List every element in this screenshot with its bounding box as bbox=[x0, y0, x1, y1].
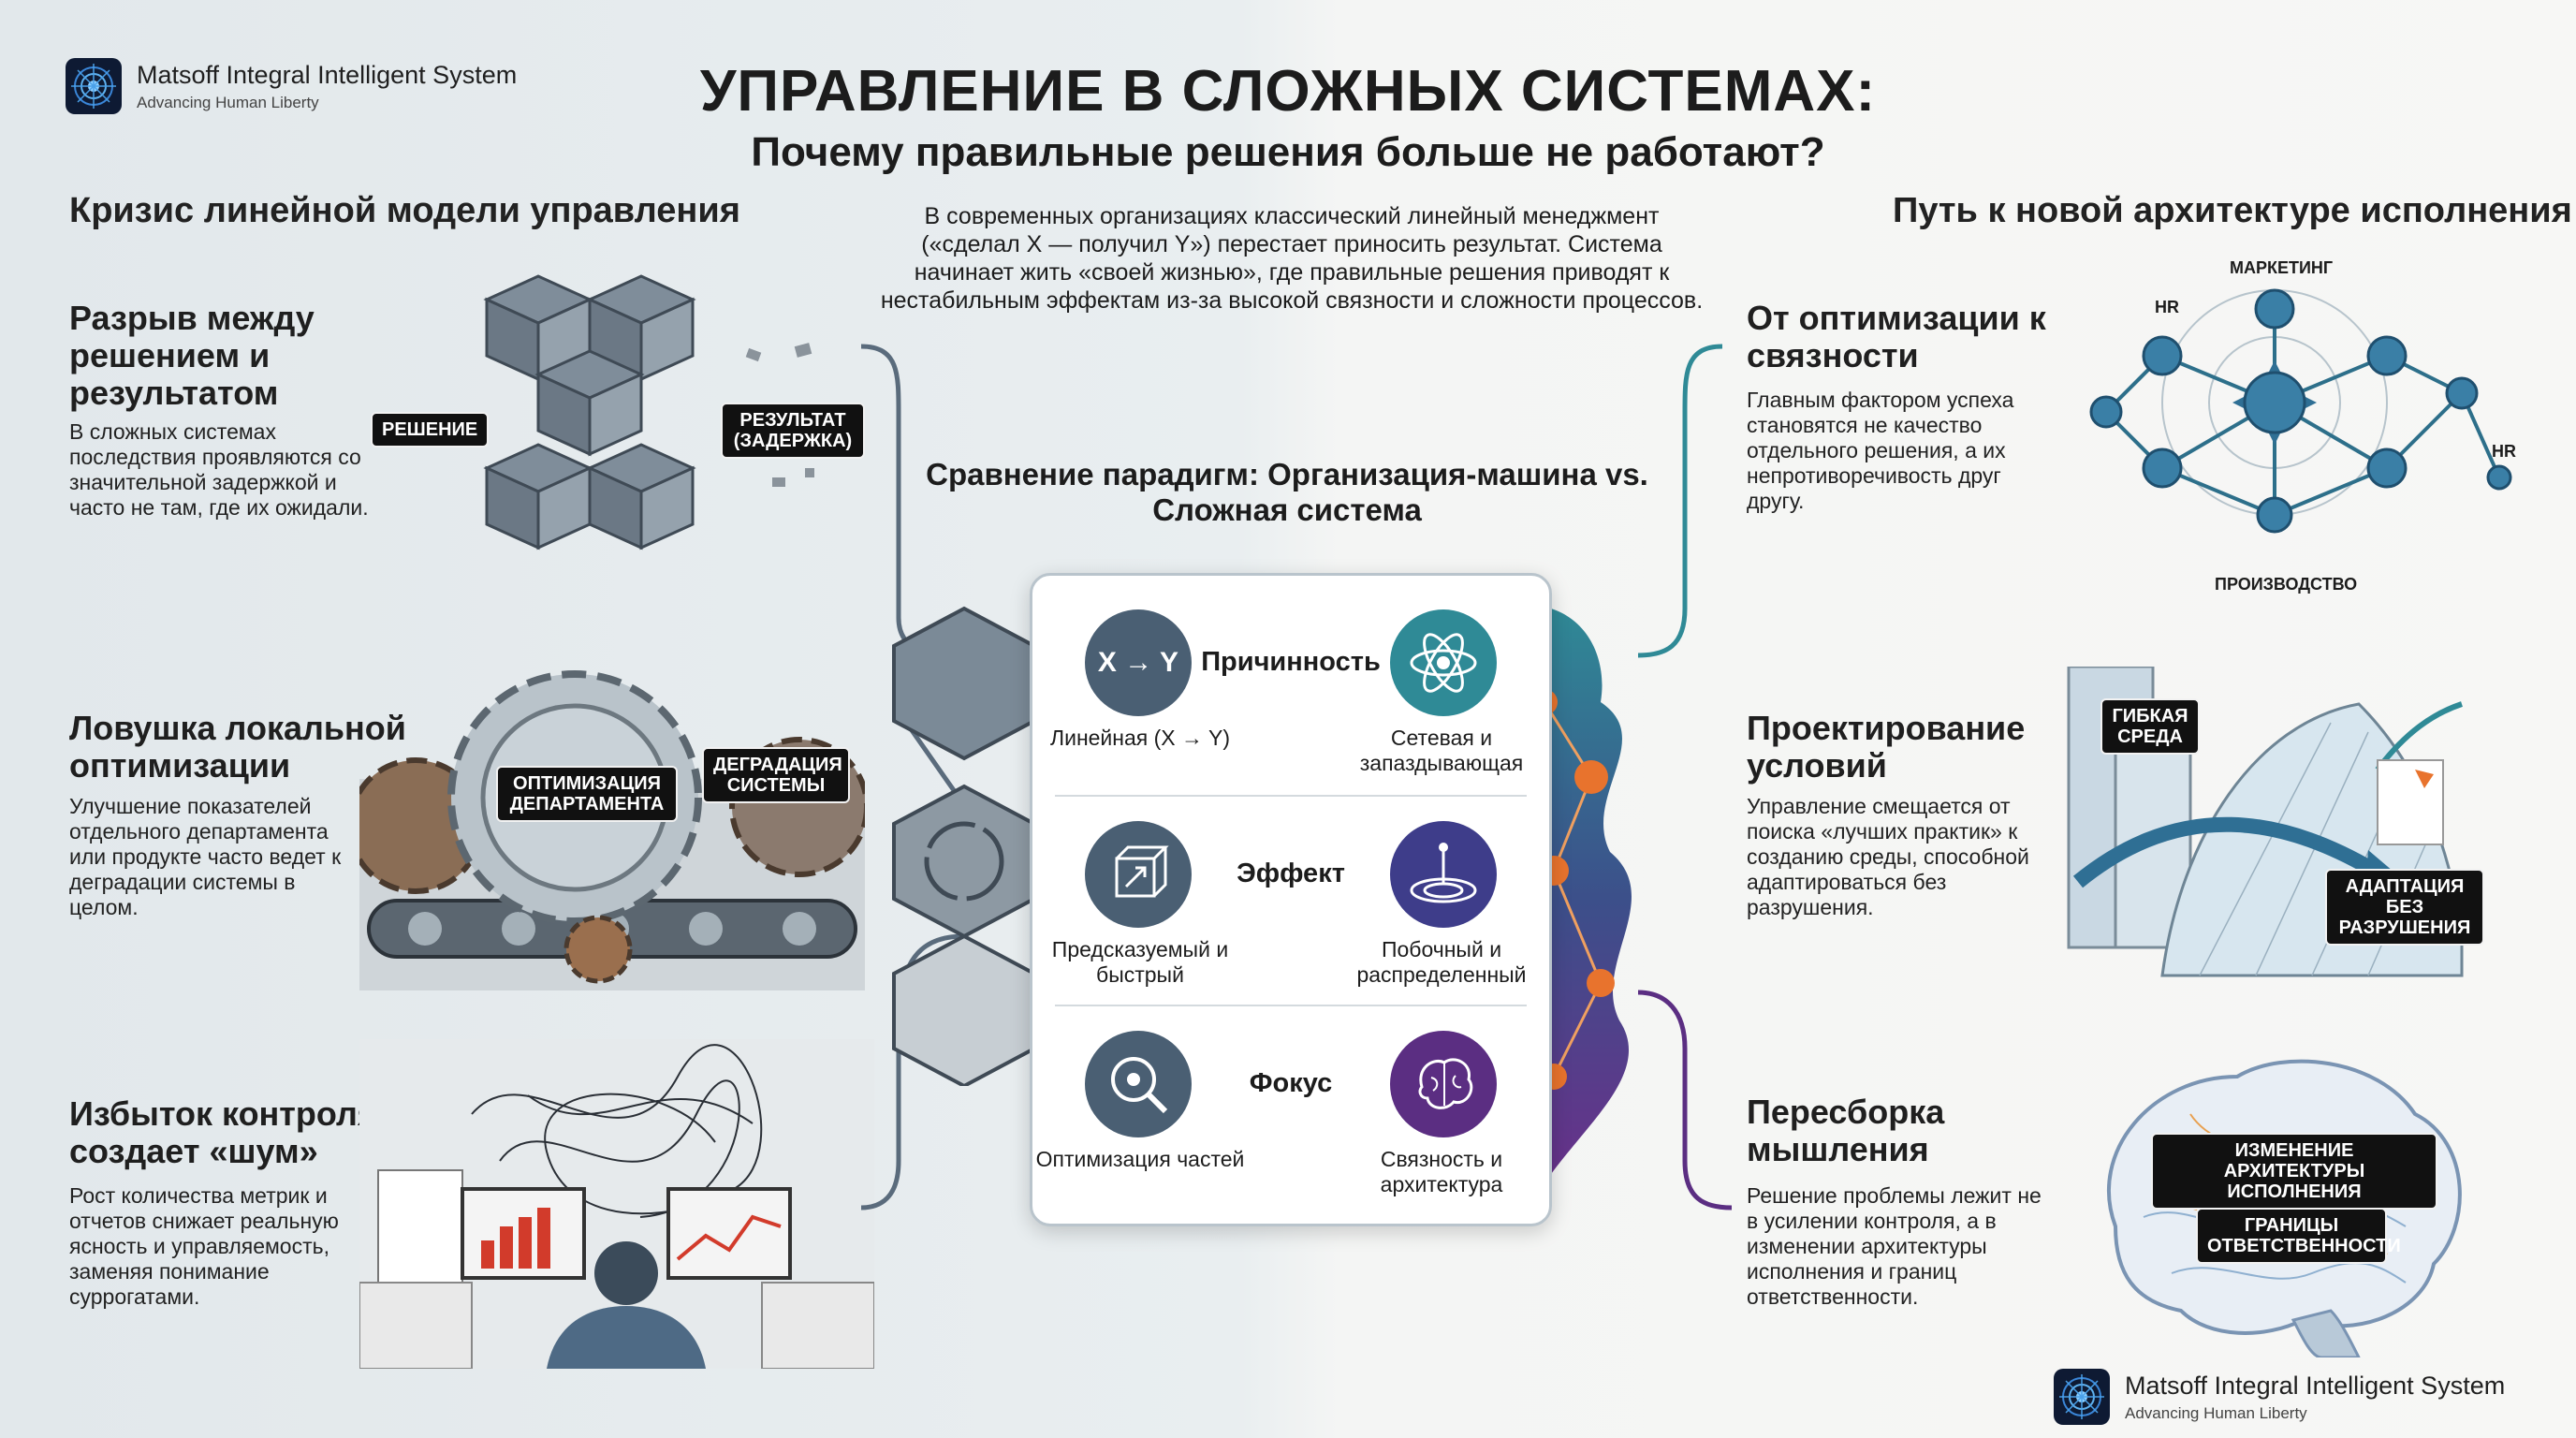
cube-arrow-icon bbox=[1085, 821, 1192, 928]
focus-complex: Связность и архитектура bbox=[1380, 1147, 1503, 1196]
department-optimization-tag: ОПТИМИЗАЦИЯ ДЕПАРТАМЕНТА bbox=[496, 766, 678, 822]
right-block-3-text: Решение проблемы лежит не в усилении кон… bbox=[1747, 1183, 2042, 1309]
network-label-hr-left: HR bbox=[2155, 298, 2179, 316]
atom-icon bbox=[1390, 609, 1497, 716]
flexible-environment-tag: ГИБКАЯ СРЕДА bbox=[2100, 698, 2200, 755]
effect-machine: Предсказуемый и быстрый bbox=[1051, 937, 1229, 987]
hexagon-icons bbox=[892, 606, 1036, 1086]
system-degradation-tag: ДЕГРАДАЦИЯ СИСТЕМЫ bbox=[702, 747, 850, 803]
brand-tagline: Advancing Human Liberty bbox=[137, 93, 319, 111]
right-block-1-text: Главным фактором успеха становятся не ка… bbox=[1747, 388, 2014, 513]
brain-icon bbox=[1390, 1031, 1497, 1137]
focus-machine: Оптимизация частей bbox=[1035, 1147, 1245, 1171]
effect-complex: Побочный и распределенный bbox=[1356, 937, 1527, 987]
left-block-1-title: Разрыв между решением и результатом bbox=[69, 299, 315, 412]
row-label-causality: Причинность bbox=[1201, 647, 1381, 677]
brand-bottom: Matsoff Integral Intelligent System Adva… bbox=[2054, 1369, 2505, 1425]
brand-logo-icon bbox=[2054, 1369, 2110, 1425]
right-block-2-text: Управление смещается от поиска «лучших п… bbox=[1747, 794, 2029, 919]
decision-tag: РЕШЕНИЕ bbox=[371, 412, 490, 448]
connectivity-network-illustration bbox=[2089, 288, 2512, 534]
local-optimization-illustration bbox=[359, 670, 865, 990]
right-block-1-title: От оптимизации к связности bbox=[1747, 299, 2046, 374]
right-block-3-title: Пересборка мышления bbox=[1747, 1093, 1945, 1168]
page-title: УПРАВЛЕНИЕ В СЛОЖНЫХ СИСТЕМАХ: bbox=[699, 59, 1877, 124]
right-section-heading: Путь к новой архитектуре исполнения bbox=[1893, 191, 2572, 230]
ripple-icon bbox=[1390, 821, 1497, 928]
causality-complex: Сетевая и запаздывающая bbox=[1359, 726, 1524, 775]
magnifier-icon bbox=[1085, 1031, 1192, 1137]
brand-name: Matsoff Integral Intelligent System bbox=[2125, 1371, 2506, 1400]
left-block-1-text: В сложных системах последствия проявляют… bbox=[69, 419, 369, 520]
control-noise-illustration bbox=[359, 1039, 874, 1369]
brand-name: Matsoff Integral Intelligent System bbox=[137, 60, 518, 89]
left-block-2-text: Улучшение показателей отдельного департа… bbox=[69, 794, 342, 919]
comparison-heading: Сравнение парадигм: Организация-машина v… bbox=[926, 457, 1648, 527]
row-label-effect: Эффект bbox=[1237, 858, 1345, 888]
left-section-heading: Кризис линейной модели управления bbox=[69, 191, 740, 230]
left-block-3-title: Избыток контроля создает «шум» bbox=[69, 1094, 377, 1170]
x-to-y-icon: X → Y bbox=[1085, 609, 1192, 716]
brand-top: Matsoff Integral Intelligent System Adva… bbox=[66, 58, 517, 114]
architecture-change-tag: ИЗМЕНЕНИЕ АРХИТЕКТУРЫ ИСПОЛНЕНИЯ bbox=[2151, 1133, 2437, 1210]
responsibility-boundaries-tag: ГРАНИЦЫ ОТВЕТСТВЕННОСТИ bbox=[2196, 1208, 2401, 1264]
right-connector-lines bbox=[1637, 344, 1733, 1211]
brand-tagline: Advancing Human Liberty bbox=[2125, 1403, 2307, 1422]
adaptation-tag: АДАПТАЦИЯ БЕЗ РАЗРУШЕНИЯ bbox=[2325, 869, 2484, 946]
row-label-focus: Фокус bbox=[1249, 1068, 1333, 1098]
page-subtitle: Почему правильные решения больше не рабо… bbox=[751, 129, 1825, 175]
network-label-hr-right: HR bbox=[2492, 442, 2516, 461]
comparison-card: X → Y Причинность Линейная (X → Y) Сетев… bbox=[1030, 573, 1552, 1226]
network-label-production: ПРОИЗВОДСТВО bbox=[2215, 575, 2358, 594]
left-block-3-text: Рост количества метрик и отчетов снижает… bbox=[69, 1183, 339, 1309]
causality-machine: Линейная (X → Y) bbox=[1050, 726, 1230, 750]
result-delay-tag: РЕЗУЛЬТАТ (ЗАДЕРЖКА) bbox=[721, 403, 865, 459]
debris-icon bbox=[745, 343, 814, 487]
right-block-2-title: Проектирование условий bbox=[1747, 709, 2026, 785]
decision-gap-illustration bbox=[483, 274, 696, 550]
intro-text: В современных организациях классический … bbox=[880, 203, 1704, 314]
network-label-marketing: МАРКЕТИНГ bbox=[2230, 258, 2334, 277]
left-block-2-title: Ловушка локальной оптимизации bbox=[69, 709, 406, 785]
brand-logo-icon bbox=[66, 58, 122, 114]
